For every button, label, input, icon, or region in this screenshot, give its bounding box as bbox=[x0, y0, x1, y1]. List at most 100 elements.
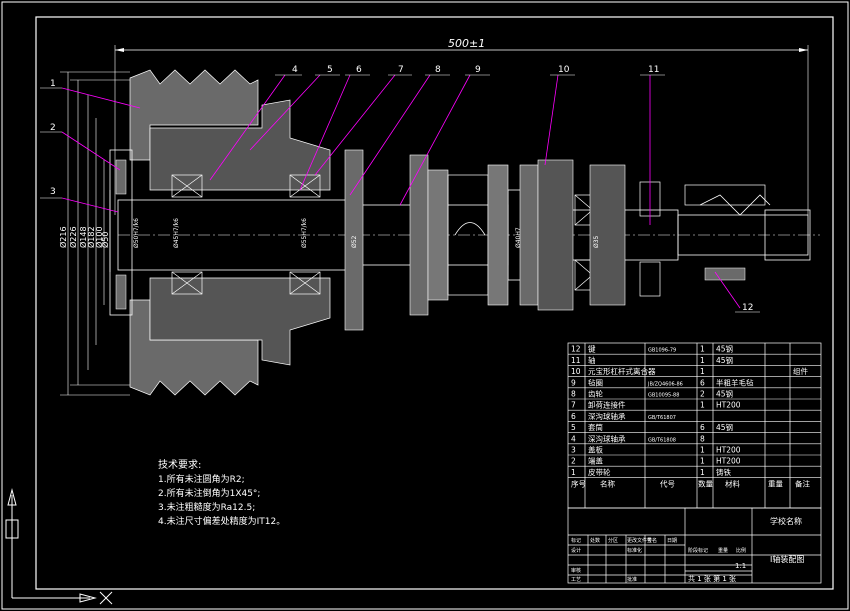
scale: 1:1 bbox=[735, 562, 746, 570]
notes-title: 技术要求: bbox=[158, 458, 201, 471]
bom-cell-qty: 8 bbox=[700, 434, 705, 443]
bom-cell-no: 3 bbox=[571, 446, 576, 455]
bom-cell-name: 深沟球轴承 bbox=[588, 433, 626, 443]
overall-dimension: 500±1 bbox=[114, 37, 809, 215]
note-line: 2.所有未注倒角为1X45°; bbox=[158, 487, 260, 499]
bom-cell-name: 卸荷连接件 bbox=[588, 400, 626, 410]
drawing-name: I轴装配图 bbox=[770, 554, 804, 564]
bom-cell-no: 1 bbox=[571, 468, 576, 477]
tb-label: 比例 bbox=[736, 547, 746, 554]
bom-cell-name: 轴 bbox=[588, 355, 596, 365]
title-block-grid bbox=[567, 507, 822, 584]
shaft-dim: Ø52 bbox=[351, 235, 358, 248]
bom-header-no: 序号 bbox=[571, 478, 586, 488]
bom-cell-mat: HT200 bbox=[716, 446, 741, 455]
bom-cell-name: 套筒 bbox=[588, 422, 603, 432]
bom-cell-qty: 1 bbox=[700, 401, 705, 410]
bom-cell-no: 12 bbox=[571, 345, 581, 354]
bom-cell-mat: 45钢 bbox=[716, 422, 733, 432]
dia-label: Ø50 bbox=[100, 232, 110, 248]
shaft-dim: Ø45H7/k6 bbox=[173, 218, 180, 248]
inner-frame bbox=[35, 16, 834, 590]
bom-header-name: 名称 bbox=[600, 478, 615, 488]
dia-label: Ø226 bbox=[68, 226, 78, 248]
dia-label: Ø148 bbox=[78, 226, 88, 248]
end-cover bbox=[109, 149, 133, 316]
bom-cell-qty: 1 bbox=[700, 446, 705, 455]
dia-label: Ø182 bbox=[86, 226, 96, 248]
bom-cell-no: 10 bbox=[571, 367, 581, 376]
bom-cell-no: 2 bbox=[571, 457, 576, 466]
bom-cell-no: 11 bbox=[571, 356, 581, 365]
leader-lines bbox=[61, 74, 741, 309]
bom-cell-code: GB1096-79 bbox=[648, 348, 676, 354]
bom-cell-name: 皮带轮 bbox=[588, 467, 611, 477]
shaft-dims: Ø50H7/k6 Ø45H7/k6 Ø55H7/k6 Ø52 Ø35 Ø40H7 bbox=[133, 218, 600, 248]
callout-6: 6 bbox=[356, 65, 362, 75]
bom-cell-qty: 1 bbox=[700, 468, 705, 477]
bom-cell-qty: 1 bbox=[700, 367, 705, 376]
callout-11: 11 bbox=[648, 65, 659, 75]
callout-10: 10 bbox=[558, 65, 570, 75]
tb-label: 设计 bbox=[571, 547, 581, 554]
bom-cell-code: JB/ZQ4606-86 bbox=[647, 381, 683, 387]
bom-cell-mat: 铸铁 bbox=[716, 467, 731, 477]
callout-numbers: 1 2 3 4 5 6 7 8 9 10 11 12 bbox=[40, 65, 760, 313]
diameter-dim-lines bbox=[60, 71, 130, 396]
bom-cell-no: 7 bbox=[571, 401, 576, 410]
tb-label: 签名 bbox=[647, 537, 657, 544]
callout-7: 7 bbox=[398, 65, 404, 75]
note-line: 4.未注尺寸偏差处精度为IT12。 bbox=[158, 515, 285, 527]
tb-label: 更改文件号 bbox=[627, 537, 652, 544]
shaft-dim: Ø55H7/k6 bbox=[301, 218, 308, 248]
callout-12: 12 bbox=[742, 303, 753, 313]
title-block: 学校名称 I轴装配图 1:1 共 1 张 第 1 张 标记 处数 分区 更改文件… bbox=[571, 516, 804, 583]
sheet-count: 共 1 张 第 1 张 bbox=[688, 574, 736, 583]
shaft-dim: Ø50H7/k6 bbox=[133, 218, 140, 248]
bom-header-weight: 重量 bbox=[768, 479, 783, 488]
bom-cell-mat: 45钢 bbox=[716, 355, 733, 365]
shaft bbox=[117, 189, 820, 281]
bom-cell-code: GB10095-88 bbox=[648, 393, 679, 399]
overall-dim-text: 500±1 bbox=[448, 37, 485, 50]
tb-label: 审核 bbox=[571, 567, 581, 574]
bom-cell-name: 盖板 bbox=[588, 445, 603, 455]
bom-cell-qty: 2 bbox=[700, 390, 705, 399]
dia-label: Ø216 bbox=[58, 226, 68, 248]
bom-cell-mat: 45钢 bbox=[716, 389, 733, 399]
bom-header-qty: 数量 bbox=[698, 478, 713, 488]
ucs-icon bbox=[5, 488, 113, 605]
tb-label: 工艺 bbox=[571, 577, 581, 583]
school-name: 学校名称 bbox=[770, 516, 802, 526]
bom-cell-mat: HT200 bbox=[716, 401, 741, 410]
bom-cell-no: 5 bbox=[571, 423, 576, 432]
bom-cell-name: 键 bbox=[588, 344, 596, 354]
bom-cell-qty: 6 bbox=[700, 378, 705, 387]
tb-label: 标记 bbox=[571, 537, 581, 544]
bom-cell-name: 深沟球轴承 bbox=[588, 411, 626, 421]
diameter-labels: Ø216 Ø226 Ø148 Ø182 Ø100 Ø50 bbox=[58, 226, 110, 248]
callout-3: 3 bbox=[50, 187, 56, 197]
callout-8: 8 bbox=[435, 65, 441, 75]
note-line: 1.所有未注圆角为R2; bbox=[158, 473, 245, 485]
bom-cell-no: 4 bbox=[571, 434, 576, 443]
bom-cell-qty: 1 bbox=[700, 457, 705, 466]
bom-cell-name: 元宝形杠杆式离合器 bbox=[588, 366, 656, 376]
tb-label: 阶段标记 bbox=[688, 547, 708, 554]
bom-cell-no: 8 bbox=[571, 390, 576, 399]
shaft-dim: Ø35 bbox=[593, 235, 600, 248]
bom-cell-name: 毡圈 bbox=[588, 377, 603, 387]
bom-cell-mat: HT200 bbox=[716, 457, 741, 466]
bom-cell-qty: 6 bbox=[700, 423, 705, 432]
bom-cell-qty: 1 bbox=[700, 345, 705, 354]
bom-cell-mat: 45钢 bbox=[716, 344, 733, 354]
bom-header-note: 备注 bbox=[795, 478, 810, 488]
callout-2: 2 bbox=[50, 123, 56, 133]
pulley bbox=[129, 69, 259, 396]
tb-label: 标准化 bbox=[627, 547, 642, 554]
bom-cell-no: 9 bbox=[571, 378, 576, 387]
callout-1: 1 bbox=[50, 79, 56, 89]
